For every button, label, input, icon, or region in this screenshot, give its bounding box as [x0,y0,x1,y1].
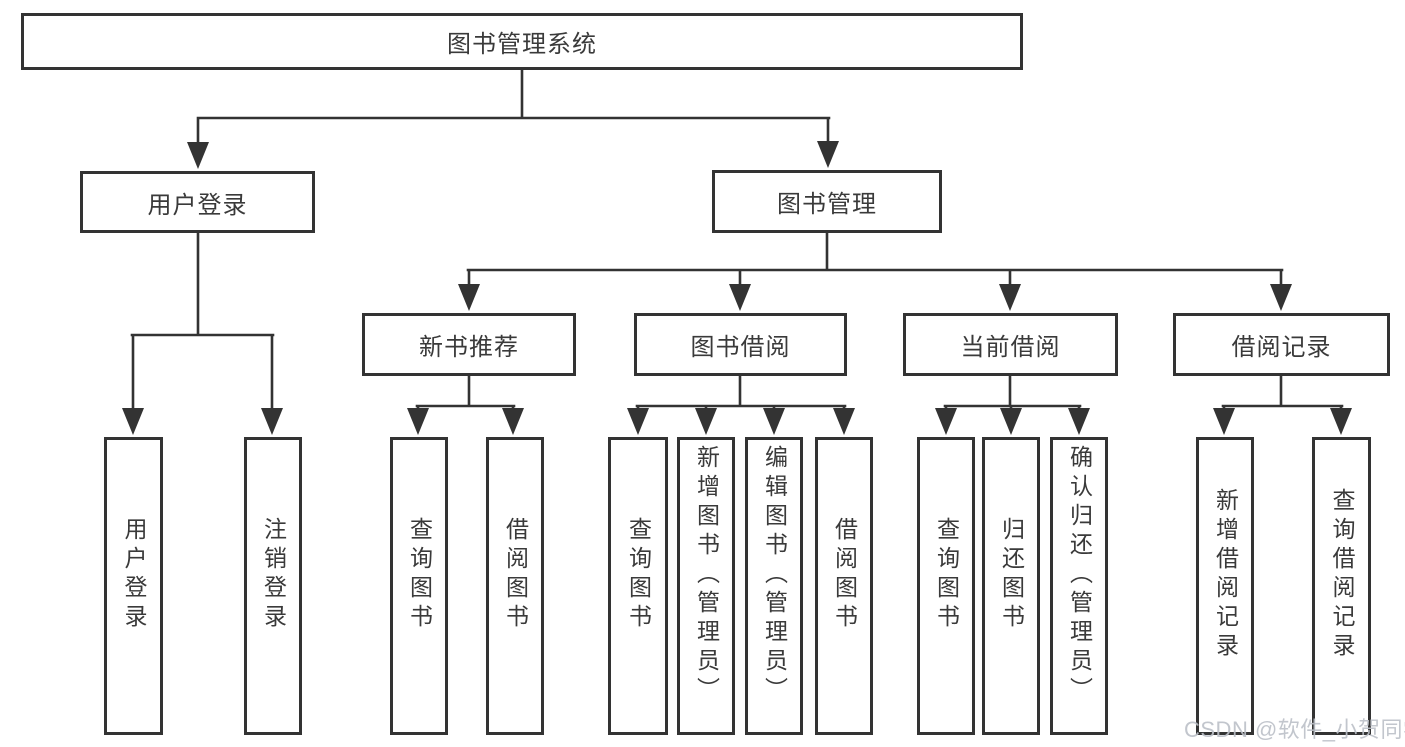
csdn-watermark: CSDN @软件_小贺同学 [1184,717,1405,742]
node-book-borrow: 图书借阅 [634,313,847,376]
node-label: 图书管理系统 [447,31,597,58]
node-new-book-recommend: 新书推荐 [362,313,576,376]
leaf-borrow-books-recommend: 借阅图书 [486,437,544,735]
node-book-management: 图书管理 [712,170,942,233]
leaf-query-borrow-record: 查询借阅记录 [1312,437,1371,735]
leaf-query-books-current: 查询图书 [917,437,975,735]
leaf-add-book-admin: 新增图书（管理员） [677,437,735,735]
node-label: 图书借阅 [690,334,791,361]
leaf-return-book: 归还图书 [982,437,1040,735]
leaf-logout: 注销登录 [244,437,302,735]
node-label: 当前借阅 [960,334,1061,361]
node-label: 图书管理 [777,191,877,218]
leaf-query-books-recommend: 查询图书 [390,437,448,735]
leaf-query-books-borrow: 查询图书 [608,437,668,735]
node-user-login: 用户登录 [80,171,315,233]
node-label: 借阅记录 [1231,334,1332,361]
leaf-borrow-books: 借阅图书 [815,437,873,735]
leaf-user-login: 用户登录 [104,437,163,735]
leaf-edit-book-admin: 编辑图书（管理员） [745,437,803,735]
node-root-library-system: 图书管理系统 [21,13,1023,70]
node-borrow-records: 借阅记录 [1173,313,1390,376]
node-label: 新书推荐 [419,334,519,361]
node-label: 用户登录 [147,191,248,219]
leaf-confirm-return-admin: 确认归还（管理员） [1050,437,1108,735]
node-current-borrow: 当前借阅 [903,313,1118,376]
leaf-add-borrow-record: 新增借阅记录 [1196,437,1254,735]
